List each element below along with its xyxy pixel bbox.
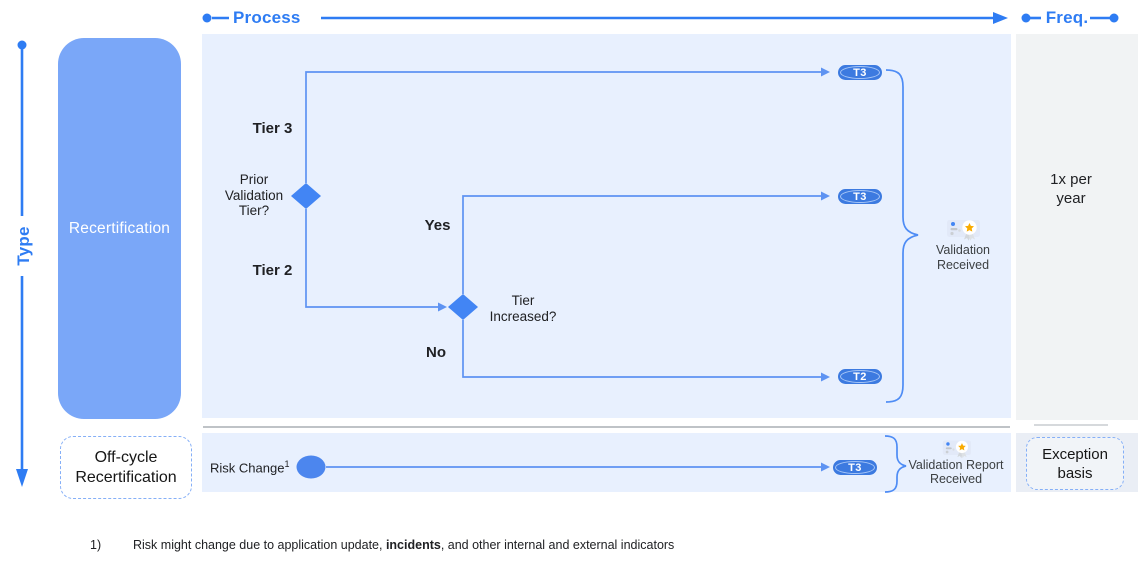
tier-pill-label: T3 [853,190,867,203]
footnote-number: 1) [90,538,102,552]
off-cycle-recertification-node: Off-cycle Recertification [60,436,192,499]
tier-pill-label: T2 [853,370,867,383]
tier2-branch-label: Tier 2 [252,262,293,279]
frequency-panel-recertification [1016,34,1138,420]
freq-axis-label: Freq. [1045,8,1089,27]
tier-pill-label: T3 [853,66,867,79]
tier-pill-t3-off-cycle: T3 [833,460,877,475]
yes-branch-label: Yes [424,217,451,234]
type-axis-start-dot [17,40,27,50]
process-panel-off-cycle [202,433,1011,492]
tier3-branch-label: Tier 3 [252,120,293,137]
risk-change-label: Risk Change1 [210,459,289,475]
tier-pill-t2: T2 [838,369,882,384]
process-axis-arrowhead [993,12,1008,24]
process-axis-label: Process [233,8,301,27]
footnote-text-bold: incidents [385,538,441,552]
no-branch-label: No [426,344,446,361]
prior-validation-tier-question: Prior Validation Tier? [224,172,284,218]
frequency-section-divider [1034,424,1108,426]
validation-received-caption: Validation Received [936,243,990,272]
tier-pill-t3: T3 [838,189,882,204]
footnote-text: Risk might change due to application upd… [133,538,1083,552]
freq-axis-right-dot [1109,13,1119,23]
freq-axis-left-dot [1021,13,1031,23]
footnote-reference: 1 [284,459,290,469]
tier-pill-t3: T3 [838,65,882,80]
process-axis-start-dot [202,13,212,23]
process-axis [202,12,1008,24]
footnote-text-before: Risk might change due to application upd… [133,538,386,552]
type-axis-label: Type [14,226,33,266]
tier-increased-question: Tier Increased? [489,293,557,324]
type-axis-arrowhead [16,469,28,487]
tier-pill-label: T3 [848,461,862,474]
validation-report-received-caption: Validation Report Received [908,458,1004,486]
frequency-value-off-cycle: Exception basis [1026,437,1124,490]
frequency-value-recertification: 1x per year [1050,171,1092,207]
recertification-node-label: Recertification [68,219,171,237]
footnote-text-after: , and other internal and external indica… [440,538,675,552]
section-divider [203,426,1010,428]
process-panel-recertification [202,34,1011,418]
risk-change-text: Risk Change [210,460,285,476]
recertification-node: Recertification [58,38,181,419]
